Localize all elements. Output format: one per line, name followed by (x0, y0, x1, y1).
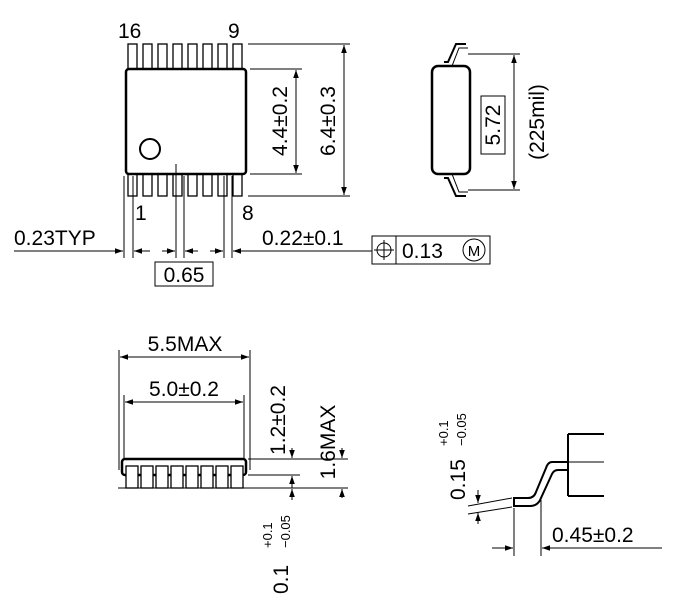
top-view: 16 9 1 8 4.4±0.2 6.4±0.3 0.23TYP 0.65 (14, 20, 491, 287)
pin-label-9: 9 (228, 20, 240, 43)
position-tolerance-value: 0.13 (402, 240, 443, 263)
dim-body-height: 1.2±0.2 (267, 385, 290, 455)
lead-top-upper (172, 43, 183, 70)
lead-side (170, 465, 184, 489)
lead-top-lower (187, 173, 198, 197)
lead-top-upper (232, 43, 243, 70)
dim-pitch: 0.65 (164, 264, 205, 287)
lead-detail-view: 0.15 +0.1 −0.05 0.45±0.2 (436, 413, 662, 556)
mmc-symbol-icon (462, 238, 486, 262)
lead-side (215, 465, 229, 489)
lead-top-lower (202, 173, 213, 197)
dim-lead-thickness-minus: −0.05 (454, 413, 469, 446)
dim-length-max: 5.5MAX (148, 333, 223, 356)
dim-body-width: 4.4±0.2 (269, 86, 292, 156)
lead-top-lower (217, 173, 228, 197)
lead-span-box (480, 95, 506, 155)
mmc-modifier: M (468, 243, 481, 260)
dim-lead-width: 0.22±0.1 (262, 227, 344, 250)
package-body-top (124, 67, 248, 176)
dim-lead-span-mil: (225mil) (526, 84, 549, 160)
lead-side (185, 465, 199, 489)
dim-standoff-minus: −0.05 (278, 515, 293, 548)
end-view-body (430, 64, 472, 176)
side-view: 5.5MAX 5.0±0.2 1.2±0.2 1.6MAX 0.1 +0.1 −… (118, 333, 348, 594)
lead-top-lower (232, 173, 243, 197)
side-view-leads (125, 465, 244, 489)
lead-top-upper (217, 43, 228, 70)
end-view-lead-upper (444, 43, 466, 63)
lead-top-lower (157, 173, 168, 197)
pin-label-8: 8 (242, 202, 254, 225)
lead-top-upper (157, 43, 168, 70)
dim-standoff-base: 0.1 (270, 565, 293, 594)
dim-standoff-plus: +0.1 (260, 522, 275, 548)
lead-top-lower (142, 173, 153, 197)
lead-side (230, 465, 244, 489)
dim-total-height: 1.6MAX (317, 405, 340, 480)
dim-foot-length: 0.45±0.2 (552, 524, 634, 547)
dim-overall-width: 6.4±0.3 (317, 86, 340, 156)
lead-top-upper (187, 43, 198, 70)
pin1-marker (139, 138, 161, 160)
lead-top-lower (172, 173, 183, 197)
lead-top-upper (202, 43, 213, 70)
lead-side (125, 465, 139, 489)
position-tolerance-frame: 0.13 M (371, 235, 491, 265)
pitch-box (154, 261, 214, 287)
top-pins-lower (127, 173, 243, 197)
dim-lead-thickness-plus: +0.1 (436, 420, 451, 446)
top-pins-upper (127, 43, 243, 70)
lead-top-upper (127, 43, 138, 70)
lead-detail-lead (513, 461, 568, 507)
lead-top-upper (142, 43, 153, 70)
lead-side (200, 465, 214, 489)
lead-side (155, 465, 169, 489)
end-view: 5.72 (225mil) (430, 43, 549, 197)
pin-label-1: 1 (135, 202, 147, 225)
dim-lead-width-typ: 0.23TYP (14, 227, 96, 250)
end-view-lead-lower (444, 177, 466, 197)
dim-length: 5.0±0.2 (149, 378, 219, 401)
dim-lead-span: 5.72 (482, 105, 505, 146)
lead-side (140, 465, 154, 489)
dim-lead-thickness-base: 0.15 (447, 459, 470, 500)
pin-label-16: 16 (118, 20, 141, 43)
